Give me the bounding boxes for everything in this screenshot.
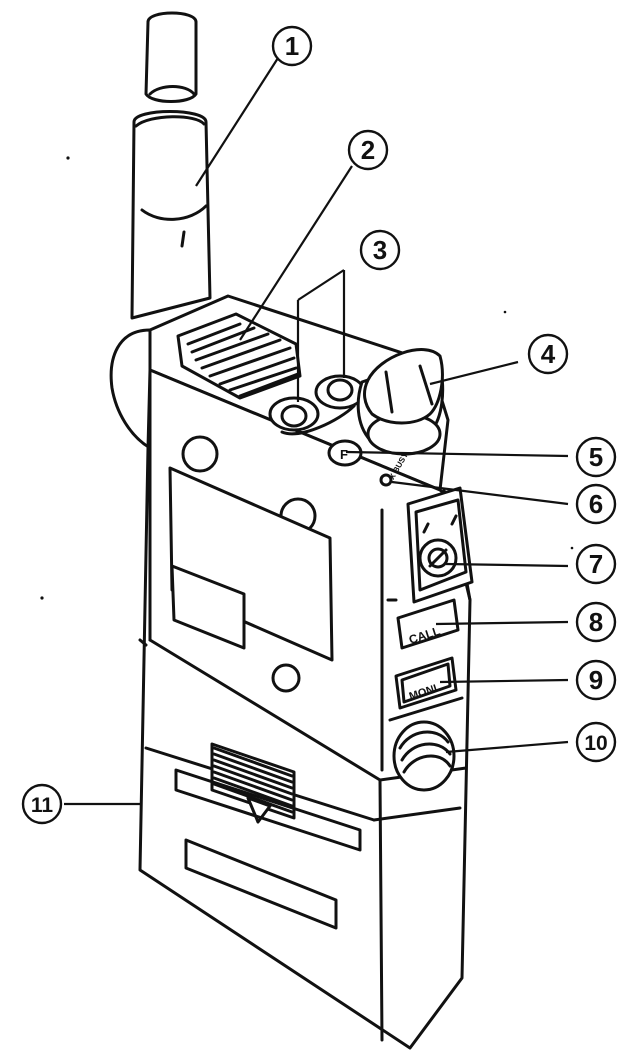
callout-7: 7 — [575, 543, 617, 585]
callout-10: 10 — [575, 721, 617, 763]
speck — [503, 310, 507, 314]
front-label-sub — [170, 564, 246, 650]
callout-6: 6 — [575, 483, 617, 525]
speck — [40, 596, 44, 600]
front-panel-details — [168, 435, 334, 693]
callout-3: 3 — [359, 229, 401, 271]
antenna-tip — [144, 11, 198, 103]
svg-text:8: 8 — [589, 607, 603, 637]
speck — [66, 156, 70, 160]
up-key[interactable] — [280, 404, 308, 428]
svg-text:9: 9 — [589, 665, 603, 695]
svg-text:4: 4 — [541, 339, 556, 369]
svg-text:2: 2 — [361, 135, 375, 165]
svg-text:10: 10 — [584, 732, 607, 755]
volume-knob[interactable] — [356, 348, 445, 456]
external-jack[interactable] — [406, 486, 474, 604]
down-key[interactable] — [326, 378, 354, 402]
speck — [570, 546, 574, 550]
callout-9: 9 — [575, 659, 617, 701]
callout-8: 8 — [575, 601, 617, 643]
callout-5: 5 — [575, 436, 617, 478]
speaker-grille — [176, 312, 302, 400]
svg-text:6: 6 — [589, 489, 603, 519]
svg-text:3: 3 — [373, 235, 387, 265]
svg-text:7: 7 — [589, 549, 603, 579]
battery-slot — [174, 768, 362, 852]
battery-release-wheel[interactable] — [392, 720, 456, 792]
svg-text:5: 5 — [589, 442, 603, 472]
leader-lines — [64, 57, 569, 806]
front-label-panel — [168, 466, 334, 662]
callout-4: 4 — [527, 333, 569, 375]
front-screw — [181, 435, 219, 473]
callout-2: 2 — [347, 129, 389, 171]
battery-label — [184, 838, 338, 930]
function-key-label: F — [340, 447, 348, 462]
antenna — [130, 11, 212, 320]
indicator-led — [379, 473, 393, 487]
battery-latch[interactable] — [210, 742, 296, 824]
callout-1: 1 — [271, 25, 313, 67]
top-key-group — [268, 374, 366, 436]
antenna-base-shoulder — [109, 328, 152, 450]
monitor-button[interactable]: MONI — [394, 656, 458, 710]
front-screw — [271, 663, 301, 693]
svg-text:11: 11 — [31, 794, 54, 817]
svg-text:1: 1 — [285, 31, 299, 61]
callout-11: 11 — [21, 783, 63, 825]
antenna-shaft — [130, 110, 212, 320]
